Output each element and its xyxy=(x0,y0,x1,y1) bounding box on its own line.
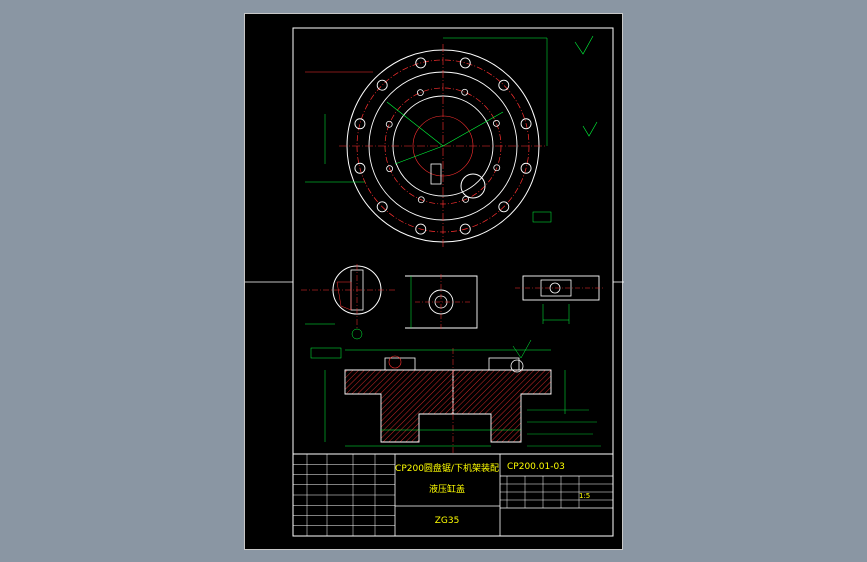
bolt-hole xyxy=(520,118,532,130)
top-view xyxy=(305,35,598,248)
bolt-holes xyxy=(354,57,532,235)
bolt-hole xyxy=(376,201,388,213)
drawing-number: CP200.01-03 xyxy=(507,462,565,472)
bolt-hole xyxy=(376,79,388,91)
detail-view-left xyxy=(301,264,395,330)
inner-hole xyxy=(493,164,501,172)
bolt-hole xyxy=(354,118,366,130)
scale: 1:5 xyxy=(579,492,590,500)
bolt-hole xyxy=(520,162,532,174)
assembly-title: CP200圆盘锯/下机架装配 xyxy=(395,462,499,474)
bolt-hole xyxy=(459,57,471,69)
detail-view-right xyxy=(515,275,605,324)
part-name: 液压缸盖 xyxy=(429,483,465,495)
drawing-sheet: CP200圆盘锯/下机架装配 液压缸盖 ZG35 CP200.01-03 1:5 xyxy=(244,13,624,550)
bolt-hole xyxy=(459,223,471,235)
inner-hole xyxy=(417,196,425,204)
bolt-hole xyxy=(354,162,366,174)
material: ZG35 xyxy=(435,516,460,526)
inner-hole xyxy=(385,120,393,128)
cad-drawing: CP200圆盘锯/下机架装配 液压缸盖 ZG35 CP200.01-03 1:5 xyxy=(245,27,624,537)
section-view xyxy=(310,328,601,454)
bolt-hole xyxy=(498,79,510,91)
detail-view-middle xyxy=(405,274,478,330)
inner-hole xyxy=(462,195,470,203)
inner-hole xyxy=(386,165,394,173)
inner-hole xyxy=(416,89,424,97)
title-block: CP200圆盘锯/下机架装配 液压缸盖 ZG35 CP200.01-03 1:5 xyxy=(292,453,614,537)
bolt-hole xyxy=(498,201,510,213)
bolt-hole xyxy=(415,223,427,235)
inner-hole xyxy=(492,119,500,127)
inner-holes xyxy=(385,88,501,204)
inner-hole xyxy=(461,88,469,96)
bolt-hole xyxy=(415,57,427,69)
